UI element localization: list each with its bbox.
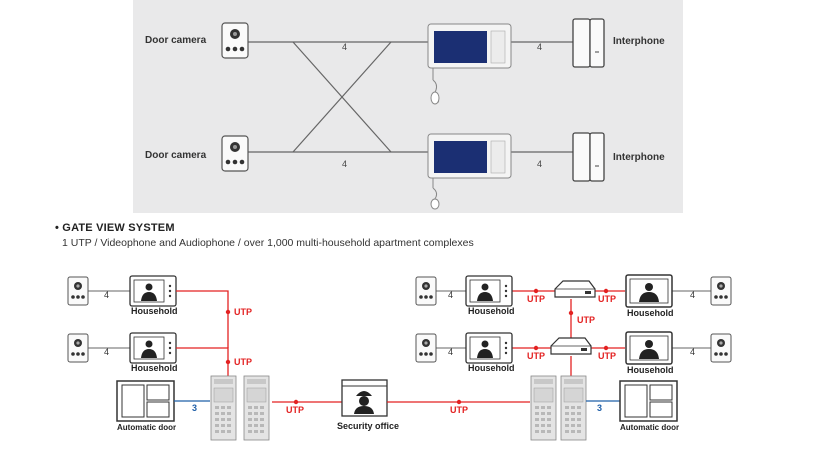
wire-count: 4 <box>537 159 542 169</box>
household-label: Household <box>468 306 515 316</box>
utp-label: UTP <box>598 351 616 361</box>
wire-count: 4 <box>104 347 109 357</box>
door-camera-icon <box>710 333 732 363</box>
top-diagram-panel: 4 4 4 4 Door camera Door camera <box>133 0 683 213</box>
right-camera-wires <box>436 290 711 349</box>
household-label: Household <box>131 363 178 373</box>
interphone-label: Interphone <box>613 36 665 47</box>
utp-junction <box>603 288 609 294</box>
video-monitor-icon <box>427 133 512 210</box>
wire-count: 4 <box>448 290 453 300</box>
automatic-door-label: Automatic door <box>117 423 176 432</box>
automatic-door-icon <box>116 380 175 422</box>
utp-junction <box>603 345 609 351</box>
utp-junction <box>293 399 299 405</box>
lobby-panel-icon <box>210 375 237 441</box>
door-camera-label: Door camera <box>145 35 207 46</box>
left-camera-wires <box>88 290 130 349</box>
utp-junction <box>225 359 231 365</box>
interphone-icon <box>572 132 605 182</box>
utp-label: UTP <box>286 405 304 415</box>
utp-label: UTP <box>527 351 545 361</box>
door-camera-icon <box>710 276 732 306</box>
household-monitor-icon <box>129 332 177 364</box>
household-monitor-icon <box>625 274 673 308</box>
household-label: Household <box>131 306 178 316</box>
utp-label: UTP <box>527 294 545 304</box>
household-monitor-icon <box>625 331 673 365</box>
door-camera-icon <box>221 22 249 59</box>
top-diagram: 4 4 4 4 Door camera Door camera <box>145 18 665 210</box>
door-camera-icon <box>67 333 89 363</box>
household-label: Household <box>627 308 674 318</box>
automatic-door-icon <box>619 380 678 422</box>
video-monitor-icon <box>427 23 512 105</box>
household-monitor-icon <box>465 275 513 307</box>
utp-junction <box>225 309 231 315</box>
security-office-label: Security office <box>337 421 399 431</box>
wire-count: 4 <box>342 159 347 169</box>
wire-count: 4 <box>690 290 695 300</box>
utp-label: UTP <box>234 357 252 367</box>
automatic-door-label: Automatic door <box>620 423 679 432</box>
wire-count: 4 <box>342 42 347 52</box>
utp-label: UTP <box>234 307 252 317</box>
utp-junction <box>533 345 539 351</box>
utp-label: UTP <box>598 294 616 304</box>
gate-view-subtitle: 1 UTP / Videophone and Audiophone / over… <box>62 237 474 249</box>
distributor-hub-icon <box>554 280 596 298</box>
door-camera-icon <box>415 333 437 363</box>
wire-count: 4 <box>104 290 109 300</box>
lobby-panel-icon <box>243 375 270 441</box>
wire-count: 4 <box>537 42 542 52</box>
door-camera-label: Door camera <box>145 150 207 161</box>
interphone-label: Interphone <box>613 152 665 163</box>
household-label: Household <box>627 365 674 375</box>
wire-count: 4 <box>448 347 453 357</box>
household-monitor-icon <box>465 332 513 364</box>
door-camera-icon <box>221 135 249 172</box>
gate-view-title: • GATE VIEW SYSTEM <box>55 222 175 234</box>
utp-junction <box>456 399 462 405</box>
security-office-icon <box>341 379 388 417</box>
utp-junction <box>568 310 574 316</box>
door-wire-count: 3 <box>597 403 602 413</box>
distributor-hub-icon <box>550 337 592 355</box>
utp-junction <box>533 288 539 294</box>
door-camera-icon <box>415 276 437 306</box>
utp-label: UTP <box>450 405 468 415</box>
top-wiring <box>248 41 573 153</box>
lobby-panel-icon <box>530 375 557 441</box>
door-camera-icon <box>67 276 89 306</box>
lobby-panel-icon <box>560 375 587 441</box>
left-utp-wires <box>176 290 342 403</box>
household-label: Household <box>468 363 515 373</box>
household-monitor-icon <box>129 275 177 307</box>
wire-count: 4 <box>690 347 695 357</box>
interphone-icon <box>572 18 605 68</box>
utp-label: UTP <box>577 315 595 325</box>
door-wire-count: 3 <box>192 403 197 413</box>
